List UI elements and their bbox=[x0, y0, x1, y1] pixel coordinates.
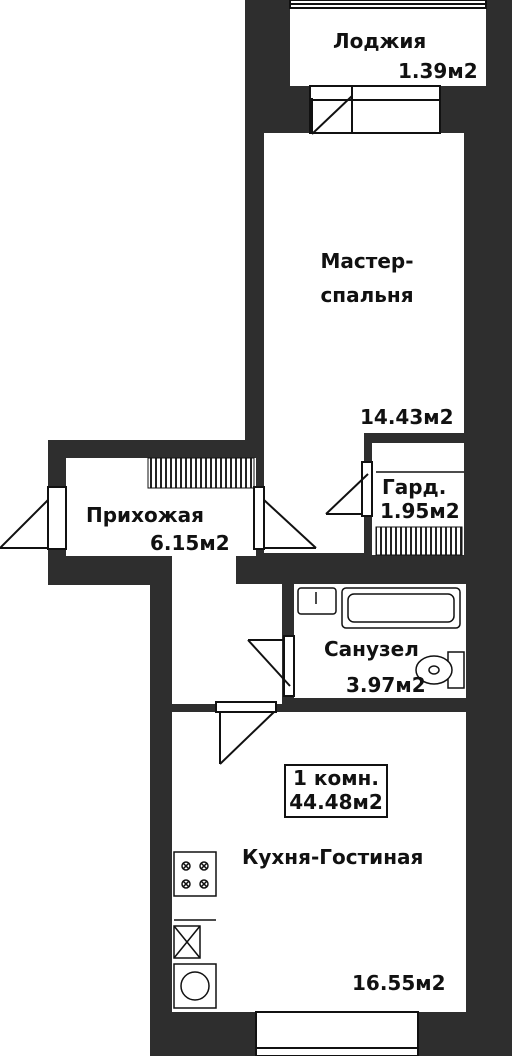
wardrobe-rail-icon bbox=[375, 526, 463, 556]
master-bedroom-area: 14.43м2 bbox=[360, 405, 454, 429]
door-swing-icon bbox=[311, 95, 353, 135]
total-area: 44.48м2 bbox=[289, 790, 383, 814]
master-bedroom-label-2: спальня bbox=[320, 283, 414, 307]
door-swing-icon bbox=[325, 461, 373, 517]
wardrobe-rail-icon bbox=[147, 457, 255, 489]
loggia-area: 1.39м2 bbox=[398, 59, 478, 83]
kitchen-living-area: 16.55м2 bbox=[352, 971, 446, 995]
dishwasher-icon bbox=[173, 925, 201, 959]
loggia-label: Лоджия bbox=[333, 29, 427, 53]
master-bedroom-floor bbox=[264, 133, 464, 433]
bathroom-area: 3.97м2 bbox=[346, 673, 426, 697]
hallway-label: Прихожая bbox=[86, 503, 204, 527]
master-bedroom-label-1: Мастер- bbox=[320, 249, 414, 273]
wardrobe-area: 1.95м2 bbox=[380, 499, 460, 523]
room-floors bbox=[66, 0, 486, 1012]
toilet-icon bbox=[415, 651, 465, 689]
door-swing-icon bbox=[247, 635, 295, 697]
door-swing-icon bbox=[215, 701, 277, 765]
door-swing-icon bbox=[0, 486, 67, 550]
wardrobe-label: Гард. bbox=[382, 475, 447, 499]
hallway-area: 6.15м2 bbox=[150, 531, 230, 555]
bathroom-label: Санузел bbox=[324, 637, 419, 661]
bathtub-icon bbox=[341, 587, 461, 629]
door-swing-icon bbox=[253, 486, 317, 550]
sink-icon bbox=[297, 587, 337, 615]
stove-icon bbox=[173, 851, 217, 897]
window-icon bbox=[255, 1011, 419, 1056]
loggia-windows bbox=[289, 0, 487, 134]
room-count: 1 комн. bbox=[293, 766, 379, 790]
summary-box: 1 комн. 44.48м2 bbox=[284, 764, 388, 818]
washing-machine-icon bbox=[173, 963, 217, 1009]
kitchen-living-label: Кухня-Гостиная bbox=[242, 845, 424, 869]
loggia-floor bbox=[290, 0, 486, 86]
